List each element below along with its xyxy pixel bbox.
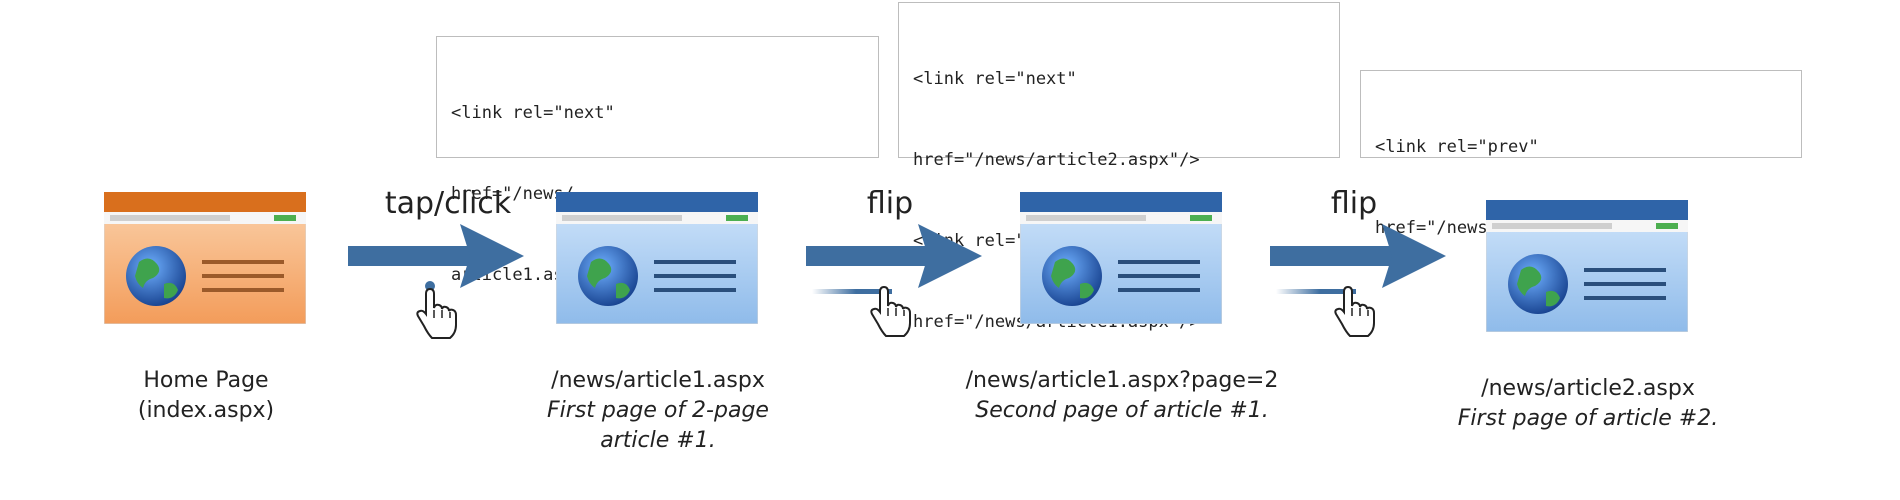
arrow-label-flip: flip (1330, 186, 1378, 221)
swipe-trail-icon (1276, 289, 1356, 294)
code-line: href="/news/article2.aspx"/> (913, 150, 1200, 170)
code-line: <link rel="next" (451, 103, 615, 123)
page-title: /news/article1.aspx (551, 368, 765, 393)
globe-icon (1042, 246, 1102, 306)
page-title: /news/article1.aspx?page=2 (965, 368, 1279, 393)
code-box-article1-link: <link rel="next" href="/news/ article1.a… (436, 36, 879, 285)
caption-home-page: Home Page (index.aspx) (6, 366, 406, 426)
page-title: /news/article2.aspx (1481, 376, 1695, 401)
arrow-label-flip: flip (866, 186, 914, 221)
code-line: <link rel="prev" (1375, 137, 1539, 157)
globe-icon (126, 246, 186, 306)
caption-article1-page2: /news/article1.aspx?page=2 Second page o… (922, 366, 1322, 426)
code-line: href="/news/ (451, 184, 574, 204)
code-box-article2-link: <link rel="prev" href="/news/article1.as… (1360, 70, 1802, 238)
page-note: article #1. (600, 428, 716, 453)
swipe-trail-icon (812, 289, 892, 294)
page-subtitle: Second page of article #1. (975, 398, 1269, 423)
page-subtitle: (index.aspx) (137, 398, 275, 423)
page-thumbnail-article1-page2 (1020, 192, 1222, 324)
arrow-right-icon (806, 224, 982, 288)
page-subtitle: First page of 2-page (547, 398, 769, 423)
arrow-right-icon (348, 224, 524, 288)
caption-article1: /news/article1.aspx First page of 2-page… (458, 366, 858, 456)
arrow-right-icon (1270, 224, 1446, 288)
code-line: <link rel="next" (913, 69, 1077, 89)
hand-pointer-icon (1334, 285, 1375, 337)
page-title: Home Page (143, 368, 269, 393)
hand-pointer-icon (416, 281, 457, 339)
page-thumbnail-article1 (556, 192, 758, 324)
code-box-article1-page2-links: <link rel="next" href="/news/article2.as… (898, 2, 1340, 332)
caption-article2: /news/article2.aspx First page of articl… (1388, 374, 1788, 434)
arrow-label-tap-click: tap/click (384, 186, 512, 221)
globe-icon (1508, 254, 1568, 314)
globe-icon (578, 246, 638, 306)
page-thumbnail-article2 (1486, 200, 1688, 332)
page-thumbnail-home (104, 192, 306, 324)
page-subtitle: First page of article #2. (1457, 406, 1719, 431)
hand-pointer-icon (870, 285, 911, 337)
